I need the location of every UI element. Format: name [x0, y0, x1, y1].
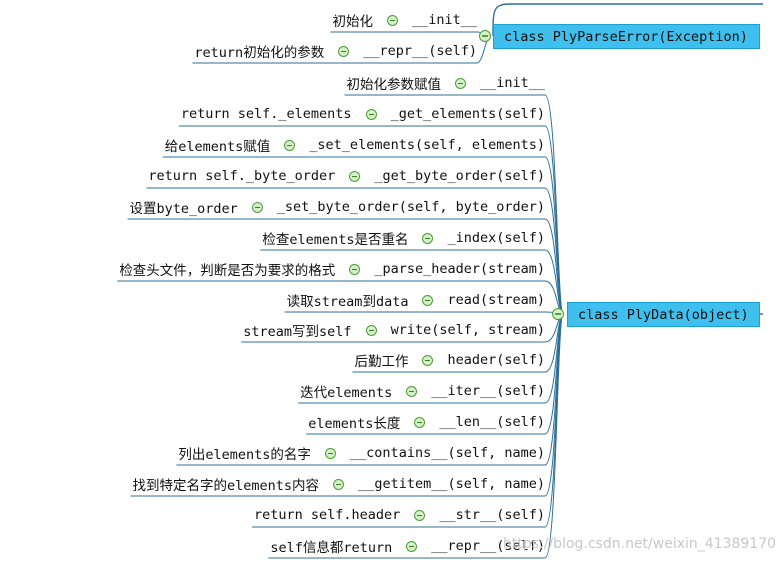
collapse-minus-icon[interactable]: [406, 385, 418, 397]
method-name: _get_elements(self): [390, 106, 545, 122]
method-name: __getitem__(self, name): [358, 476, 545, 492]
collapse-minus-icon[interactable]: [324, 447, 336, 459]
method-name: _set_byte_order(self, byte_order): [276, 199, 545, 215]
error-method-row: 初始化 __init__: [332, 9, 477, 31]
collapse-minus-icon[interactable]: [422, 354, 434, 366]
plydata-method-row: 初始化参数赋值 __init__: [346, 72, 545, 94]
class-node-plyparseerror[interactable]: class PlyParseError(Exception): [493, 24, 760, 49]
method-name: _parse_header(stream): [374, 261, 545, 277]
collapse-minus-icon[interactable]: [338, 45, 350, 57]
plydata-method-row: 读取stream到data read(stream): [287, 289, 545, 311]
method-name: _set_elements(self, elements): [309, 137, 545, 153]
method-name: __len__(self): [439, 414, 545, 430]
method-branch-line: [284, 311, 564, 315]
method-description: return self._elements: [180, 106, 352, 122]
method-name: _index(self): [447, 230, 545, 246]
collapse-minus-icon[interactable]: [479, 30, 491, 42]
class-node-plydata[interactable]: class PlyData(object): [567, 302, 760, 327]
collapse-minus-icon[interactable]: [349, 263, 361, 275]
method-description: 初始化参数赋值: [346, 77, 441, 93]
plydata-method-row: stream写到self write(self, stream): [243, 319, 545, 341]
method-name: __contains__(self, name): [349, 445, 545, 461]
method-name: write(self, stream): [390, 322, 545, 338]
method-description: stream写到self: [243, 324, 352, 340]
plydata-method-row: 迭代elements __iter__(self): [300, 380, 545, 402]
method-name: __repr__(self): [363, 43, 477, 59]
plydata-method-row: 设置byte_order _set_byte_order(self, byte_o…: [130, 196, 546, 218]
method-description: return self.header: [254, 507, 401, 523]
method-description: return self._byte_order: [148, 168, 336, 184]
plydata-method-row: elements长度 __len__(self): [308, 411, 545, 433]
plydata-method-row: 给elements赋值 _set_elements(self, elements): [165, 134, 545, 156]
plydata-method-row: 后勤工作 header(self): [354, 349, 545, 371]
method-branch-line: [330, 31, 491, 37]
method-description: return初始化的参数: [194, 45, 325, 61]
method-description: 迭代elements: [300, 385, 393, 401]
collapse-minus-icon[interactable]: [454, 77, 466, 89]
method-branch-line: [268, 313, 564, 559]
plydata-method-row: 检查elements是否重名 _index(self): [262, 227, 545, 249]
method-description: 初始化: [332, 14, 373, 30]
plydata-method-row: self信息都return __repr__(self): [270, 535, 545, 557]
collapse-minus-icon[interactable]: [386, 14, 398, 26]
method-description: 后勤工作: [354, 354, 409, 370]
collapse-minus-icon[interactable]: [284, 139, 296, 151]
plydata-method-row: 检查头文件，判断是否为要求的格式 _parse_header(stream): [119, 258, 545, 280]
method-description: 检查头文件，判断是否为要求的格式: [119, 263, 336, 279]
method-name: _get_byte_order(self): [374, 168, 545, 184]
collapse-minus-icon[interactable]: [349, 170, 361, 182]
collapse-minus-icon[interactable]: [333, 478, 345, 490]
collapse-minus-icon[interactable]: [406, 540, 418, 552]
watermark-url: https://blog.csdn.net/weixin_41389170: [503, 536, 776, 552]
plydata-method-row: return self._byte_order _get_byte_order(s…: [148, 165, 545, 187]
plydata-method-row: return self._elements _get_elements(self): [181, 103, 545, 125]
plydata-method-row: return self.header __str__(self): [254, 504, 545, 526]
collapse-minus-icon[interactable]: [365, 108, 377, 120]
method-name: __repr__(self): [431, 538, 545, 554]
method-name: __init__: [479, 75, 545, 91]
collapse-minus-icon[interactable]: [414, 509, 426, 521]
method-description: 设置byte_order: [129, 201, 238, 217]
collapse-minus-icon[interactable]: [552, 308, 564, 320]
method-name: __iter__(self): [431, 383, 545, 399]
method-description: self信息都return: [270, 540, 393, 556]
plydata-method-row: 列出elements的名字 __contains__(self, name): [178, 442, 545, 464]
method-description: elements长度: [308, 416, 401, 432]
method-description: 给elements赋值: [164, 139, 271, 155]
method-description: 列出elements的名字: [178, 447, 311, 463]
method-branch-line: [130, 313, 564, 497]
collapse-minus-icon[interactable]: [365, 324, 377, 336]
collapse-minus-icon[interactable]: [251, 201, 263, 213]
error-method-row: return初始化的参数 __repr__(self): [194, 40, 477, 62]
method-name: __str__(self): [439, 507, 545, 523]
method-description: 找到特定名字的elements内容: [132, 478, 320, 494]
method-name: __init__: [411, 12, 477, 28]
collapse-minus-icon[interactable]: [414, 416, 426, 428]
method-description: 检查elements是否重名: [262, 232, 409, 248]
method-name: header(self): [447, 352, 545, 368]
method-description: 读取stream到data: [286, 294, 409, 310]
method-name: read(stream): [447, 292, 545, 308]
collapse-minus-icon[interactable]: [422, 294, 434, 306]
plydata-method-row: 找到特定名字的elements内容 __getitem__(self, name): [133, 473, 545, 495]
collapse-minus-icon[interactable]: [422, 232, 434, 244]
